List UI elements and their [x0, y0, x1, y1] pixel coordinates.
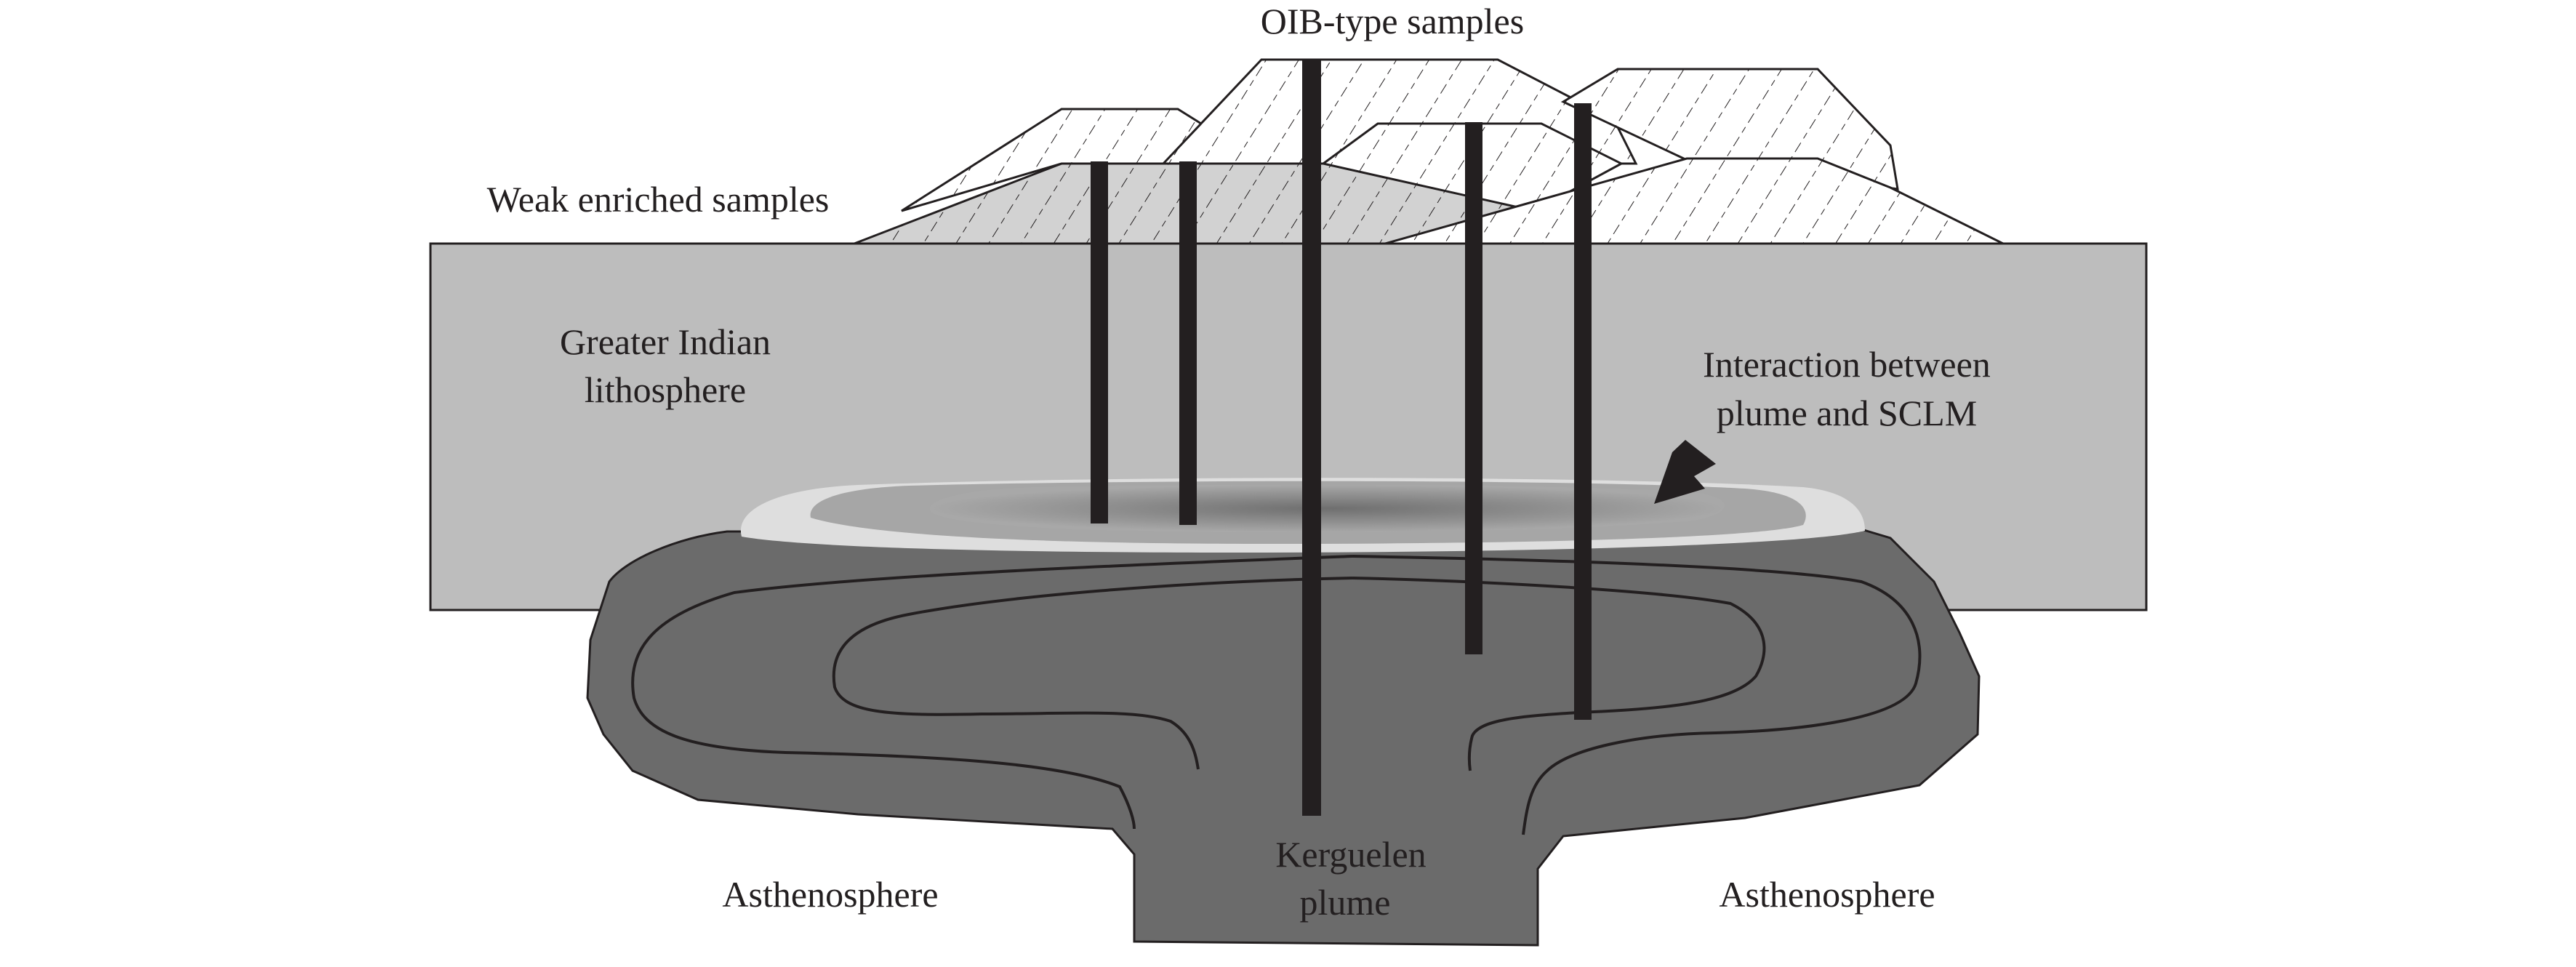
asthenosphere-left-label: Asthenosphere [722, 874, 938, 915]
weak-enriched-samples-label: Weak enriched samples [487, 179, 830, 220]
interaction-arrow [1654, 440, 1716, 504]
oib-samples-label: OIB-type samples [1261, 1, 1524, 41]
interaction-label-line1: Interaction between [1703, 344, 1991, 385]
greater-indian-lithosphere-label-line1: Greater Indian [560, 321, 771, 362]
interaction-label-line2: plume and SCLM [1717, 393, 1977, 433]
plume-flow-line-outer-left [631, 555, 1353, 830]
kerguelen-plume-label-line2: plume [1300, 882, 1391, 923]
conduit-1 [1091, 161, 1108, 523]
conduit-4 [1465, 122, 1482, 654]
plume-flow-line-inner-left [832, 577, 1353, 770]
greater-indian-lithosphere-label-line2: lithosphere [585, 369, 746, 410]
plume-flow-line-inner-right [1352, 577, 1766, 771]
conduit-5 [1574, 103, 1592, 720]
plume-flow-line-outer-right [1352, 555, 1922, 835]
interaction-zone-core [929, 484, 1725, 533]
kerguelen-plume-label-line1: Kerguelen [1275, 834, 1426, 875]
asthenosphere-right-label: Asthenosphere [1719, 874, 1935, 915]
kerguelen-plume [586, 528, 1981, 947]
conduit-2 [1179, 161, 1197, 525]
conduit-3 [1302, 60, 1321, 816]
oib-layer-right-bottom-hatch [1385, 159, 2003, 244]
oib-layer-left-hatch [902, 109, 1265, 211]
